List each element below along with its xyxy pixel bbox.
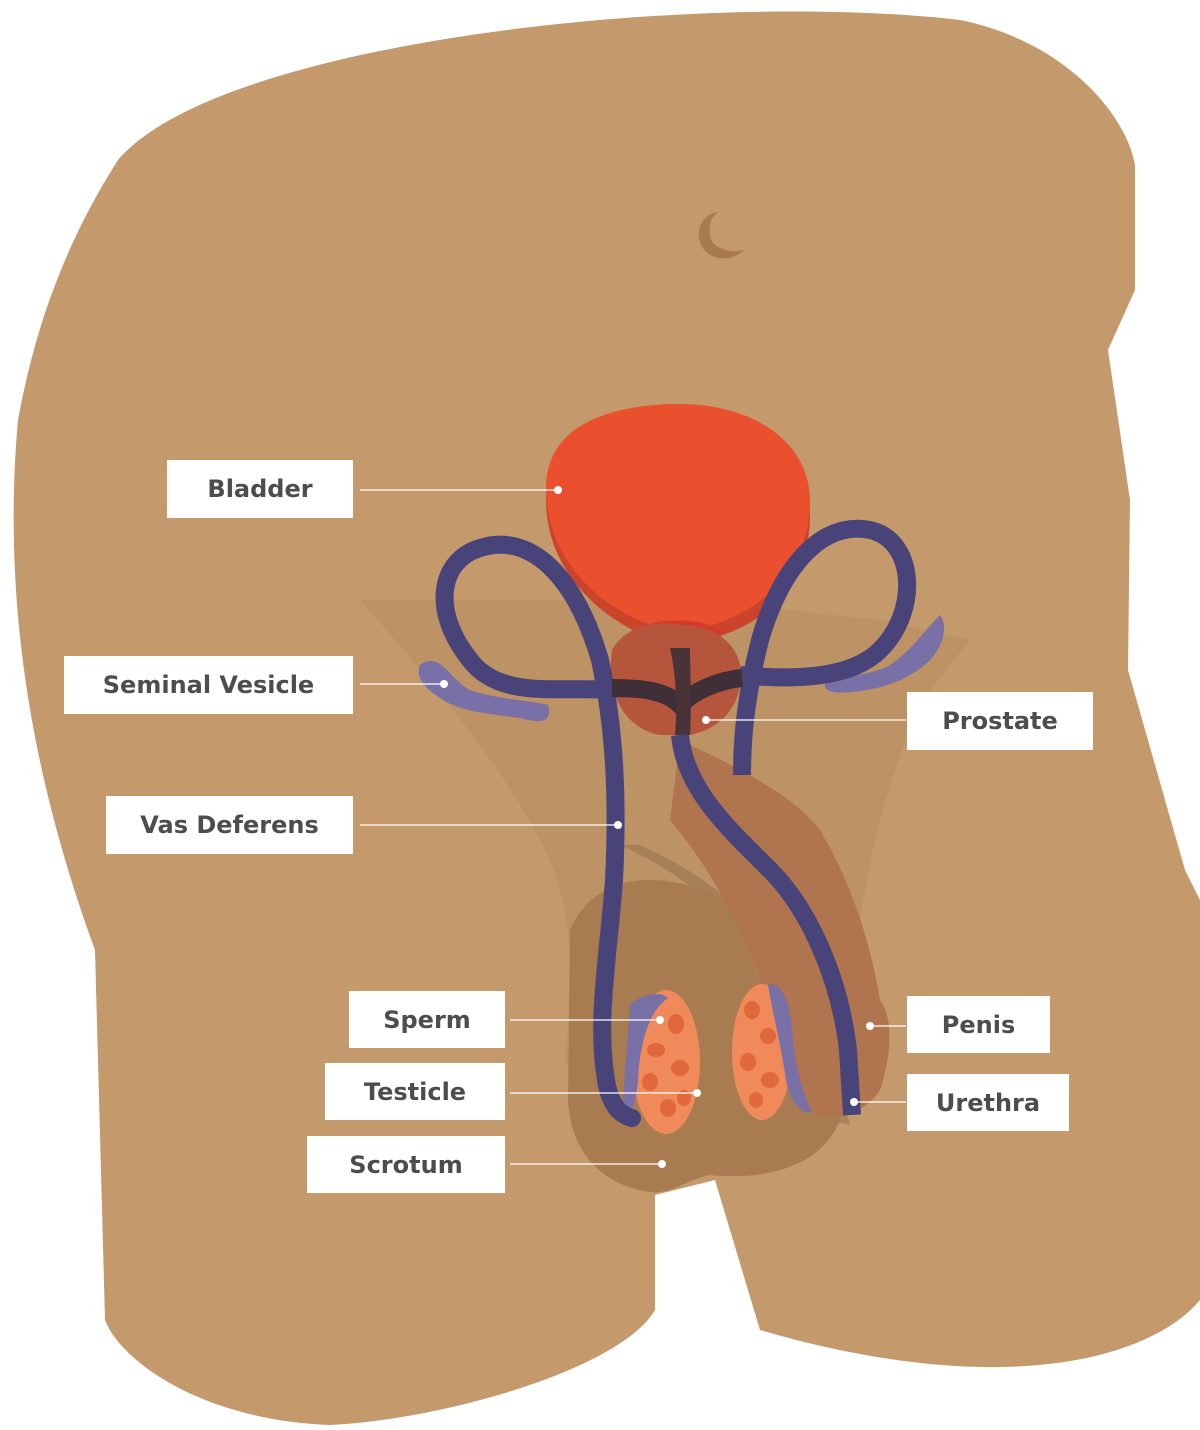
dot-seminal-vesicle [440, 680, 448, 688]
vas-deferens-left [435, 535, 641, 1127]
seminal-vesicle-left-shape [418, 660, 550, 722]
dot-prostate [702, 716, 710, 724]
prostate-core [670, 648, 691, 735]
dot-scrotum [658, 1160, 666, 1168]
label-urethra-text: Urethra [935, 1088, 1041, 1117]
dot-penis [866, 1022, 874, 1030]
dot-sperm [656, 1016, 664, 1024]
label-seminal-vesicle-text: Seminal Vesicle [102, 671, 315, 699]
label-sperm-text: Sperm [383, 1005, 471, 1034]
leader-dots [440, 486, 874, 1168]
label-scrotum-text: Scrotum [349, 1150, 463, 1179]
dot-testicle [693, 1089, 701, 1097]
label-testicle-text: Testicle [363, 1077, 467, 1106]
label-bladder-text: Bladder [207, 475, 313, 503]
seminal-vesicle-right-shape [825, 615, 945, 693]
label-sperm: Sperm [349, 991, 505, 1048]
label-scrotum: Scrotum [307, 1136, 505, 1193]
leader-lines [360, 489, 906, 1165]
bladder-shape [546, 404, 811, 628]
label-vas-deferens: Vas Deferens [106, 796, 353, 854]
label-seminal-vesicle: Seminal Vesicle [64, 656, 353, 714]
vas-deferens-right [733, 519, 917, 776]
dot-bladder [554, 486, 562, 494]
epididymis-right [768, 984, 812, 1113]
navel-shape [698, 212, 744, 259]
dot-vas-deferens [614, 821, 622, 829]
dot-urethra [850, 1098, 858, 1106]
label-urethra: Urethra [907, 1074, 1069, 1131]
label-vas-deferens-text: Vas Deferens [140, 811, 319, 839]
urethra-tube [671, 733, 861, 1116]
epididymis-left [622, 994, 668, 1114]
label-bladder: Bladder [167, 460, 353, 518]
label-prostate: Prostate [907, 692, 1093, 750]
label-penis-text: Penis [941, 1010, 1016, 1039]
label-penis: Penis [907, 996, 1050, 1053]
label-testicle: Testicle [325, 1063, 505, 1120]
testicle-left [632, 990, 700, 1134]
label-prostate-text: Prostate [942, 707, 1058, 735]
